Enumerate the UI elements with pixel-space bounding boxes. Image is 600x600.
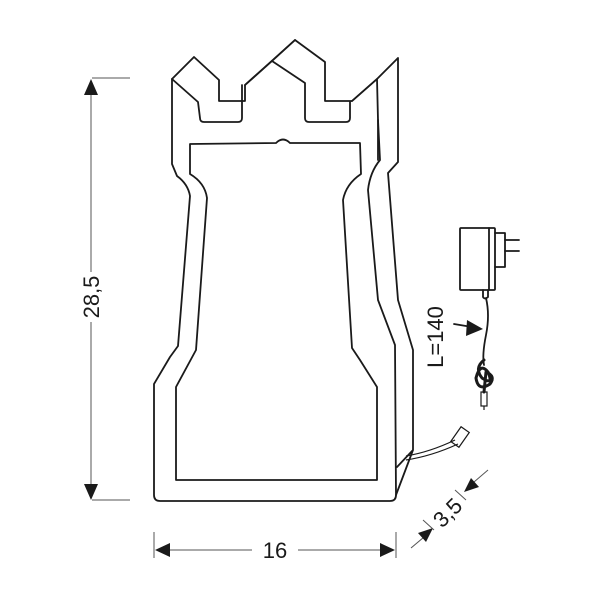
arrow-right-icon (380, 543, 395, 557)
height-dimension: 28,5 (79, 77, 130, 501)
depth-label: 3,5 (428, 493, 467, 532)
rook-lamp (153, 39, 471, 502)
arrow-diagonal-up-icon (418, 528, 433, 542)
width-label: 16 (263, 538, 287, 563)
arrow-left-icon (155, 543, 170, 557)
rook-depth-edges (244, 39, 414, 496)
cable-length-label: L=140 (423, 306, 448, 368)
rook-outer-outline (153, 39, 397, 502)
width-dimension: 16 (153, 532, 397, 563)
adapter-body (459, 227, 496, 291)
adapter-cable (482, 297, 489, 366)
cable-plug (480, 391, 488, 407)
arrow-diagonal-down-icon (464, 478, 479, 492)
height-label: 28,5 (79, 276, 104, 319)
power-adapter (459, 227, 520, 410)
adapter-plug-icon (494, 232, 506, 268)
adapter-strain-relief (482, 289, 489, 300)
lamp-connector (449, 425, 471, 449)
arrow-pointer-icon (466, 320, 483, 336)
cable-coil (474, 358, 494, 394)
rook-inner-outline (175, 138, 378, 481)
arrow-down-icon (84, 484, 98, 500)
arrow-up-icon (84, 79, 98, 95)
depth-dimension: 3,5 (410, 469, 489, 549)
cable-length-dimension: L=140 (423, 306, 483, 368)
rook-crown-notches (171, 60, 351, 123)
